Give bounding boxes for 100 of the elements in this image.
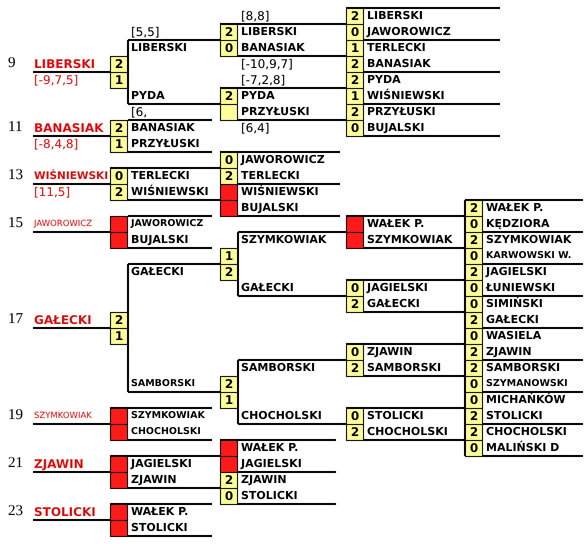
player-name: WIŚNIEWSKI <box>34 168 108 184</box>
player-name: MICHAŃKÓW <box>486 392 566 408</box>
player-name: SZYMKOWIAK <box>486 232 572 248</box>
empty-cell <box>110 424 128 441</box>
player-name: PRZYŁUSKI <box>241 104 310 120</box>
player-name: WAŁEK P. <box>486 200 544 216</box>
empty-cell <box>346 232 364 249</box>
set-scores: [6, <box>131 104 148 120</box>
player-name: GAŁECKI <box>486 312 539 328</box>
empty-cell <box>110 456 128 473</box>
score-cell: 2 <box>346 424 364 441</box>
score-cell: 0 <box>465 280 483 297</box>
player-name: WIŚNIEWSKI <box>131 184 209 200</box>
score-cell: 2 <box>465 408 483 425</box>
score-cell: 2 <box>346 296 364 313</box>
player-name: JAGIELSKI <box>367 280 428 296</box>
player-name: TERLECKI <box>241 168 300 184</box>
player-name: BANASIAK <box>367 56 431 72</box>
player-name: ZJAWIN <box>367 344 413 360</box>
score-cell: 2 <box>346 8 364 25</box>
player-name: SZYMKOWIAK <box>34 410 92 423</box>
player-name: MALIŃSKI D <box>486 440 560 456</box>
score-cell: 2 <box>220 376 238 393</box>
player-name: LIBERSKI <box>367 8 424 24</box>
empty-cell <box>220 200 238 217</box>
player-name: SZYMKOWIAK <box>131 409 205 423</box>
player-name: TERLECKI <box>131 168 190 184</box>
player-name: SAMBORSKI <box>486 360 560 376</box>
score-cell: 2 <box>346 56 364 73</box>
score-cell: 2 <box>465 264 483 281</box>
score-cell: 0 <box>346 24 364 41</box>
score-cell: 2 <box>220 88 238 105</box>
score-cell: 0 <box>465 392 483 409</box>
score-cell: 2 <box>346 104 364 121</box>
player-name: LIBERSKI <box>34 56 96 72</box>
player-name: STOLICKI <box>34 504 96 520</box>
player-name: BANASIAK <box>131 120 195 136</box>
player-name: WIŚNIEWSKI <box>367 88 445 104</box>
player-name: WASIELA <box>486 328 542 344</box>
score-cell: 2 <box>220 472 238 489</box>
player-name: ŁUNIEWSKI <box>486 280 556 296</box>
empty-cell <box>110 504 128 521</box>
player-name: WIŚNIEWSKI <box>241 184 319 200</box>
seed-number: 21 <box>8 455 23 471</box>
score-cell: 1 <box>346 40 364 57</box>
player-name: CHOCHOLSKI <box>131 425 201 439</box>
score-cell: 2 <box>110 184 128 201</box>
player-name: BUJALSKI <box>131 232 188 248</box>
score-cell: 2 <box>110 56 128 73</box>
player-name: ZJAWIN <box>34 456 84 472</box>
score-cell: 0 <box>346 120 364 137</box>
seed-number: 15 <box>8 215 23 231</box>
player-name: ZJAWIN <box>486 344 532 360</box>
score-cell: 2 <box>220 24 238 41</box>
score-cell: 0 <box>220 152 238 169</box>
player-name: LIBERSKI <box>131 40 188 56</box>
player-name: SZYMKOWIAK <box>241 232 326 248</box>
score-cell: 0 <box>465 440 483 457</box>
score-cell: 0 <box>465 328 483 345</box>
score-cell: 0 <box>465 248 483 265</box>
player-name: STOLICKI <box>486 408 543 424</box>
score-cell: 2 <box>346 72 364 89</box>
score-cell: 2 <box>465 200 483 217</box>
player-name: PYDA <box>367 72 401 88</box>
player-name: SIMIŃSKI <box>486 296 543 312</box>
set-scores: [11,5] <box>34 184 70 200</box>
set-scores: [-9,7,5] <box>34 72 78 88</box>
player-name: JAWOROWICZ <box>367 24 451 40</box>
player-name: CHOCHOLSKI <box>486 424 567 440</box>
player-name: WAŁEK P. <box>367 216 424 232</box>
player-name: PYDA <box>131 88 165 104</box>
player-name: JAWOROWICZ <box>241 152 325 168</box>
score-cell: 1 <box>110 136 128 153</box>
player-name: SAMBORSKI <box>241 360 316 376</box>
set-scores: [-8,4,8] <box>34 136 78 152</box>
player-name: BUJALSKI <box>241 200 298 216</box>
seed-number: 23 <box>8 503 23 519</box>
score-cell: 2 <box>465 360 483 377</box>
score-cell: 0 <box>465 376 483 393</box>
player-name: KĘDZIORA <box>486 216 550 232</box>
score-cell: 1 <box>110 328 128 345</box>
player-name: STOLICKI <box>131 520 188 536</box>
score-cell: 0 <box>465 216 483 233</box>
score-cell: 2 <box>465 232 483 249</box>
score-cell: 0 <box>346 280 364 297</box>
player-name: BANASIAK <box>34 120 104 136</box>
set-scores: [6,4] <box>241 120 270 136</box>
player-name: STOLICKI <box>367 408 424 424</box>
empty-cell <box>110 520 128 537</box>
score-cell: 0 <box>346 344 364 361</box>
player-name: JAWOROWICZ <box>131 217 204 231</box>
seed-number: 13 <box>8 167 23 183</box>
seed-number: 17 <box>8 311 23 327</box>
empty-cell <box>220 440 238 457</box>
score-cell: 0 <box>220 40 238 57</box>
score-cell: 0 <box>220 488 238 505</box>
player-name: SAMBORSKI <box>131 377 196 391</box>
player-name: CHOCHOLSKI <box>241 408 322 424</box>
player-name: GAŁECKI <box>367 296 420 312</box>
player-name: SZYMANOWSKI <box>486 377 568 391</box>
